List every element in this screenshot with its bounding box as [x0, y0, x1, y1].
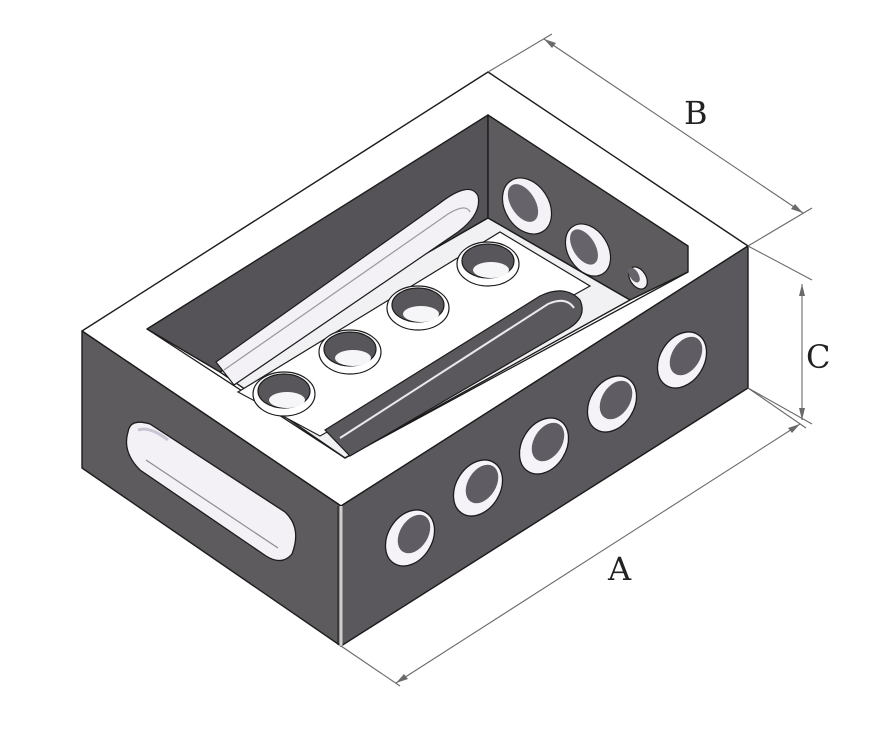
floor-hole: [318, 329, 382, 375]
inner-wall-hole: [628, 266, 648, 290]
dim-a-label: A: [607, 550, 632, 588]
floor-hole: [252, 371, 316, 417]
floor-hole: [456, 241, 520, 287]
floor-holes: [252, 241, 520, 417]
dim-b-label: B: [684, 94, 708, 132]
inner-right-wall: [487, 114, 689, 301]
left-end-slot: [125, 421, 297, 562]
floor-hole: [386, 285, 450, 331]
dim-c-label: C: [806, 338, 830, 376]
dim-b-line: [543, 38, 804, 214]
front-hole: [384, 509, 436, 567]
back-wall-slot: [215, 188, 480, 386]
dimension-lines: [340, 33, 813, 687]
front-face-holes: [384, 331, 708, 567]
dim-a-line: [395, 423, 801, 684]
inner-wall-hole: [501, 177, 553, 235]
inner-wall-hole: [564, 223, 612, 277]
front-hole: [518, 417, 570, 475]
inner-wall-holes: [501, 177, 648, 290]
front-hole: [586, 375, 638, 433]
dimension-arrows: [396, 39, 805, 683]
front-hole: [452, 459, 504, 517]
front-hole: [656, 331, 708, 389]
